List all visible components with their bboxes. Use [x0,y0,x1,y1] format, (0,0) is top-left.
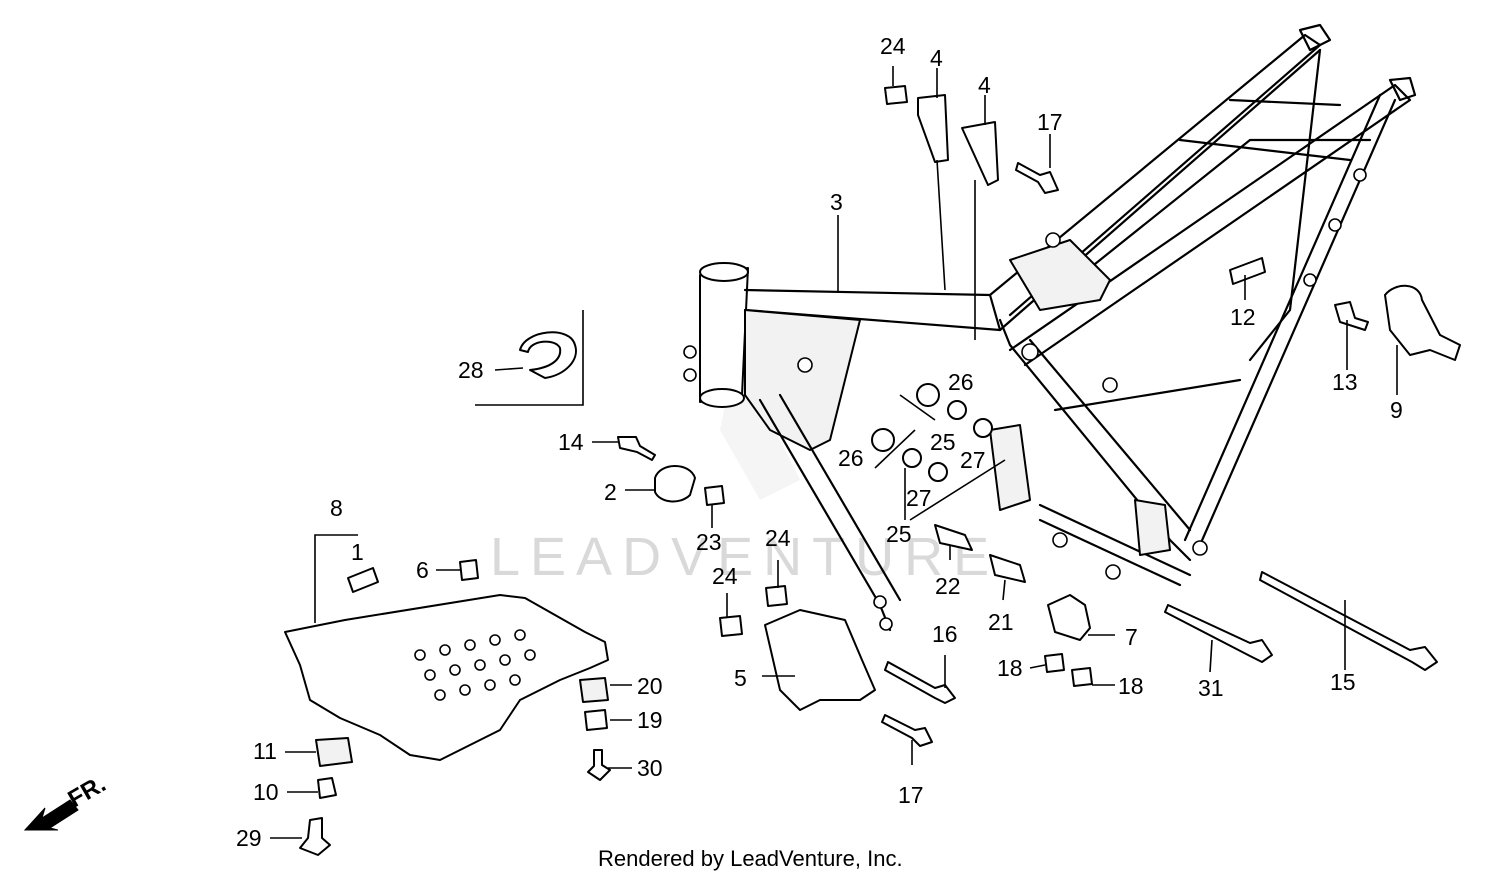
bracket-4a[interactable] [917,94,949,163]
collar-19[interactable] [584,709,608,731]
bolt-17-low[interactable] [881,714,933,747]
skid-plate-8[interactable] [284,594,609,761]
rubber-11[interactable] [315,737,353,767]
callout-26-upper: 26 [948,369,974,395]
collar-25b[interactable] [902,448,922,468]
collar-26a[interactable] [916,383,940,407]
callout-9: 9 [1390,397,1403,423]
footer-credit: Rendered by LeadVenture, Inc. [598,846,903,871]
bolt-31[interactable] [1164,604,1273,663]
collar-26b[interactable] [871,428,895,452]
rubber-20[interactable] [579,677,609,703]
bolt-29[interactable] [299,817,331,856]
callout-10: 10 [253,779,279,805]
bolt-17-top[interactable] [1015,162,1059,194]
callout-2: 2 [604,479,617,505]
callout-14: 14 [558,429,584,455]
callout-25-lower: 25 [886,521,912,547]
bolt-16[interactable] [884,661,956,704]
nut-18b[interactable] [1071,667,1093,687]
bracket-5[interactable] [764,609,876,711]
callout-20: 20 [637,673,663,699]
callout-5: 5 [734,665,747,691]
nut-23[interactable] [704,485,725,506]
washer-27b[interactable] [928,462,948,482]
callout-26-lower: 26 [838,445,864,471]
collar-10[interactable] [317,777,337,799]
callout-18-left: 18 [997,655,1023,681]
callout-24-mid: 24 [765,525,791,551]
bolt-14[interactable] [617,436,656,461]
callout-3: 3 [830,189,843,215]
callout-13: 13 [1332,369,1358,395]
leader-lines [270,66,1398,839]
callout-1: 1 [351,539,364,565]
callout-22: 22 [935,573,961,599]
collar-22[interactable] [934,524,973,551]
label-1[interactable] [347,567,379,593]
skid-plate-holes [414,629,536,701]
callout-24-low: 24 [712,563,738,589]
callout-27-lower: 27 [906,485,932,511]
nut-24-top[interactable] [884,85,908,105]
collar-25a[interactable] [947,400,967,420]
callout-8: 8 [330,495,343,521]
bracket-4b[interactable] [961,121,999,186]
callout-4-left: 4 [930,45,943,71]
callout-24-top: 24 [880,33,906,59]
callout-27-upper: 27 [960,447,986,473]
callout-21: 21 [988,609,1014,635]
nut-24-mid[interactable] [765,585,788,607]
nut-18a[interactable] [1044,653,1065,673]
callout-17-low: 17 [898,782,924,808]
bracket-7[interactable] [1047,594,1091,641]
front-direction-arrow: FR. [23,770,110,831]
washer-27a[interactable] [973,418,993,438]
nut-24-low[interactable] [719,615,743,637]
callout-30: 30 [637,755,663,781]
cap-6[interactable] [459,559,479,581]
collar-21[interactable] [989,554,1026,583]
callout-25-upper: 25 [930,429,956,455]
callout-29: 29 [236,825,262,851]
callout-16: 16 [932,621,958,647]
callout-23: 23 [696,529,722,555]
callout-11: 11 [253,738,277,764]
callout-28: 28 [458,357,484,383]
label-12[interactable] [1229,257,1266,285]
ignition-switch-9[interactable] [1384,284,1461,361]
watermark-text: LEADVENTURE [490,527,999,587]
callout-4-right: 4 [978,72,991,98]
clamp-2[interactable] [654,465,696,503]
clamp-28[interactable] [519,331,577,379]
callout-18-right: 18 [1118,673,1144,699]
main-frame[interactable] [683,23,1417,632]
callout-12: 12 [1230,304,1256,330]
callout-17-top: 17 [1037,109,1063,135]
callout-15: 15 [1330,669,1356,695]
bolt-15[interactable] [1259,571,1438,671]
bolt-30[interactable] [587,749,611,781]
callouts: 24 4 4 17 3 12 13 9 28 14 2 23 26 25 27 … [236,33,1403,851]
bolt-13[interactable] [1334,301,1369,331]
callout-6: 6 [416,557,429,583]
callout-19: 19 [637,707,663,733]
callout-7: 7 [1125,624,1138,650]
callout-31: 31 [1198,675,1224,701]
